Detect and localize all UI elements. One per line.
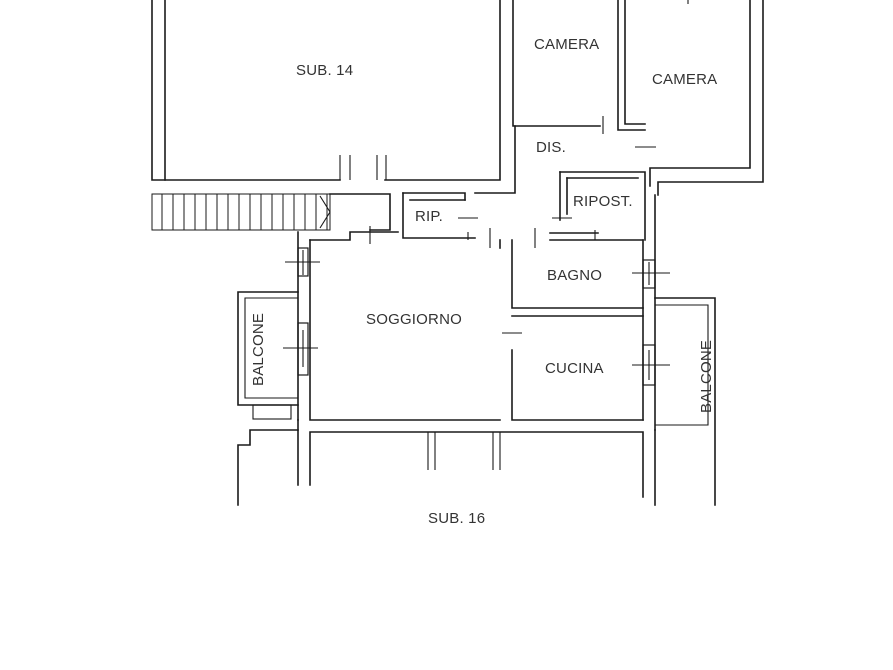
room-label-disimpegno: DIS. [536, 139, 566, 156]
staircase [151, 193, 391, 231]
room-label-cucina: CUCINA [545, 360, 604, 377]
balconies [237, 291, 716, 506]
room-label-camera-left: CAMERA [534, 36, 599, 53]
room-label-sub-14: SUB. 14 [296, 62, 353, 79]
room-label-ripostiglio: RIPOST. [573, 193, 633, 210]
room-label-soggiorno: SOGGIORNO [366, 311, 462, 328]
windows [283, 226, 670, 386]
room-label-camera-right: CAMERA [652, 71, 717, 88]
room-label-bagno: BAGNO [547, 267, 602, 284]
room-label-sub-16: SUB. 16 [428, 510, 485, 527]
bedroom-walls [602, 0, 764, 196]
core-walls [402, 125, 646, 248]
room-label-balcone-right: BALCONE [698, 340, 715, 413]
room-label-rip: RIP. [415, 208, 443, 225]
sub-16-walls [237, 419, 656, 506]
room-label-balcone-left: BALCONE [250, 313, 267, 386]
living-area-walls [297, 194, 656, 431]
sub-14-walls [151, 0, 601, 181]
